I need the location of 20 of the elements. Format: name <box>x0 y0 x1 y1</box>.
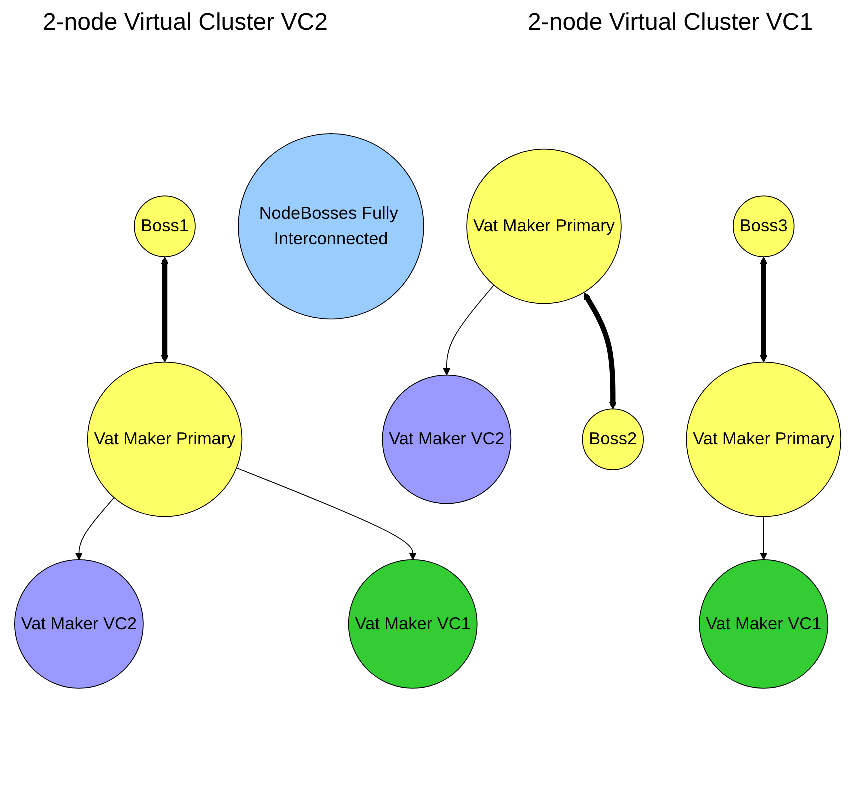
node-circle: Vat Maker Primary <box>686 362 842 518</box>
node-circle: Boss2 <box>582 408 644 470</box>
node-circle: NodeBosses Fully Interconnected <box>238 133 424 320</box>
arrow <box>161 256 169 363</box>
arrow <box>584 292 617 410</box>
cluster-note: 2-node Virtual Cluster VC1 <box>528 8 814 38</box>
node-circle: Vat Maker VC1 <box>348 559 478 689</box>
node-circle: Boss1 <box>134 196 196 258</box>
node-circle: Vat Maker VC2 <box>14 559 144 689</box>
node-circle: Vat Maker Primary <box>87 362 243 518</box>
node-circle: Vat Maker VC1 <box>699 559 829 689</box>
arrow <box>443 284 495 376</box>
arrow <box>760 516 768 560</box>
node-circle: Vat Maker VC2 <box>382 374 512 504</box>
node-circle: Vat Maker Primary <box>466 148 622 304</box>
arrow <box>75 497 115 560</box>
cluster-note: 2-node Virtual Cluster VC2 <box>42 8 328 38</box>
arrow <box>236 468 417 560</box>
node-circle: Boss3 <box>733 196 795 258</box>
arrow <box>760 256 768 363</box>
